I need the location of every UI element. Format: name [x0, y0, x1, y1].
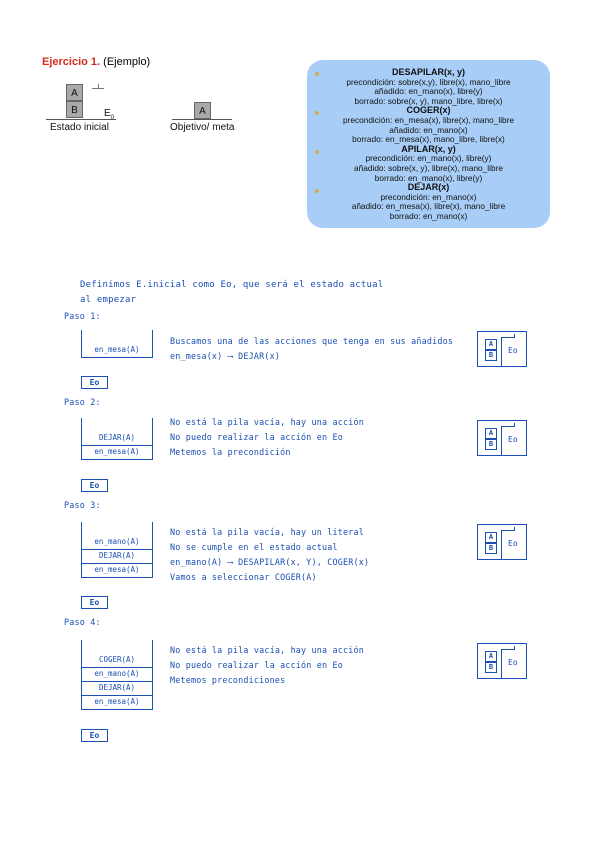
initial-state-label: E0	[104, 108, 115, 121]
step-3-note-1: No está la pila vacía, hay un literal	[170, 527, 364, 537]
operators-panel: DESAPILAR(x, y) precondición: sobre(x,y)…	[307, 60, 550, 228]
step-2-stack: DEJAR(A) en_mesa(A)	[81, 418, 153, 460]
stack-item: en_mesa(A)	[81, 564, 153, 578]
step-1-note-1: Buscamos una de las acciones que tenga e…	[170, 336, 454, 346]
stack-item: DEJAR(A)	[81, 432, 153, 446]
stack-item: en_mesa(A)	[81, 696, 153, 710]
eo-box: Eo	[81, 596, 108, 609]
block-a: A	[66, 84, 83, 101]
intro-line-1: Definimos E.inicial como Eo, que será el…	[80, 280, 384, 290]
step-2-note-1: No está la pila vacía, hay una acción	[170, 417, 364, 427]
step-2-note-2: No puedo realizar la acción en Eo	[170, 432, 343, 442]
exercise-number: Ejercicio 1.	[42, 56, 101, 68]
step-4-note-3: Metemos precondiciones	[170, 675, 286, 685]
goal-caption: Objetivo/ meta	[170, 122, 235, 133]
initial-state-figure: A B E0 Estado inicial	[46, 80, 126, 142]
step-2-note-3: Metemos la precondición	[170, 447, 291, 457]
eo-box: Eo	[81, 376, 108, 389]
stack-item: DEJAR(A)	[81, 550, 153, 564]
step-4-note-2: No puedo realizar la acción en Eo	[170, 660, 343, 670]
step-4-title: Paso 4:	[64, 617, 101, 627]
exercise-subtitle: (Ejemplo)	[103, 56, 151, 68]
operator-coger: COGER(x) precondición: en_mesa(x), libre…	[342, 105, 515, 145]
step-1-note-2: en_mesa(x) ⟶ DEJAR(x)	[170, 351, 281, 361]
state-diagram: A B Eo	[477, 331, 527, 367]
exercise-title: Ejercicio 1. (Ejemplo)	[42, 56, 150, 68]
eo-box: Eo	[81, 479, 108, 492]
operator-desapilar: DESAPILAR(x, y) precondición: sobre(x,y)…	[346, 67, 511, 106]
state-diagram: A B Eo	[477, 524, 527, 560]
step-4-note-1: No está la pila vacía, hay una acción	[170, 645, 364, 655]
step-3-title: Paso 3:	[64, 500, 101, 510]
intro-line-2: al empezar	[80, 295, 137, 305]
step-1-stack: en_mesa(A)	[81, 330, 153, 358]
stack-item: en_mano(A)	[81, 536, 153, 550]
initial-state-caption: Estado inicial	[50, 122, 109, 133]
stack-item: COGER(A)	[81, 654, 153, 668]
step-3-note-4: Vamos a seleccionar COGER(A)	[170, 572, 317, 582]
step-3-note-3: en_mano(A) ⟶ DESAPILAR(x, Y), COGER(x)	[170, 557, 370, 567]
step-3-stack: en_mano(A) DEJAR(A) en_mesa(A)	[81, 522, 153, 578]
step-3-note-2: No se cumple en el estado actual	[170, 542, 338, 552]
step-1-title: Paso 1:	[64, 311, 101, 321]
block-b: B	[66, 101, 83, 118]
state-diagram: A B Eo	[477, 643, 527, 679]
stack-item: en_mesa(A)	[81, 446, 153, 460]
eo-box: Eo	[81, 729, 108, 742]
step-2-title: Paso 2:	[64, 397, 101, 407]
stack-item: DEJAR(A)	[81, 682, 153, 696]
goal-figure: A Objetivo/ meta	[168, 100, 248, 140]
state-diagram: A B Eo	[477, 420, 527, 456]
step-4-stack: COGER(A) en_mano(A) DEJAR(A) en_mesa(A)	[81, 640, 153, 710]
goal-block-a: A	[194, 102, 211, 119]
stack-item: en_mesa(A)	[81, 344, 153, 358]
stack-item: en_mano(A)	[81, 668, 153, 682]
operator-apilar: APILAR(x, y) precondición: en_mano(x), l…	[354, 143, 503, 183]
operator-dejar: DEJAR(x) precondición: en_mano(x) añadid…	[351, 182, 506, 221]
